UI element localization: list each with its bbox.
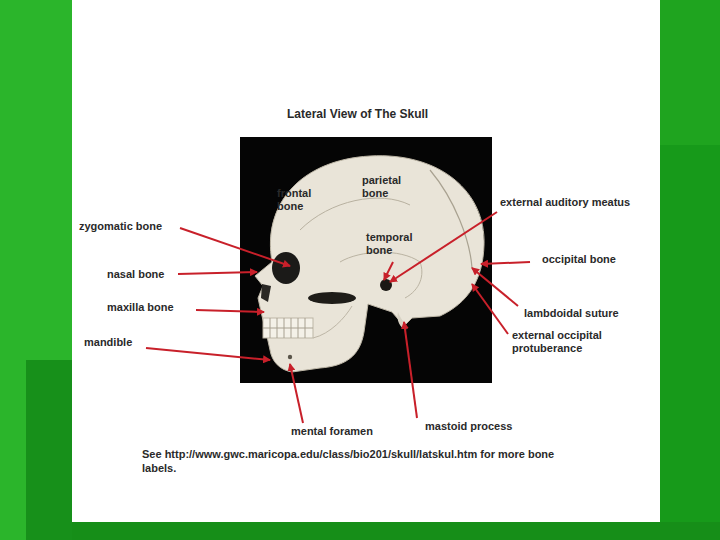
photo-background xyxy=(240,137,492,383)
leader-line xyxy=(481,262,530,264)
part-label: occipital bone xyxy=(542,253,652,266)
white-panel xyxy=(72,0,660,522)
side-band xyxy=(26,360,72,540)
part-label: mental foramen xyxy=(291,425,391,438)
side-band xyxy=(0,0,72,540)
part-label: mastoid process xyxy=(425,420,535,433)
part-label: zygomatic bone xyxy=(79,220,189,233)
leader-line xyxy=(178,272,257,274)
part-label: temporal bone xyxy=(366,231,422,256)
part-label: parietal bone xyxy=(362,174,414,199)
leader-lines xyxy=(146,212,530,423)
leader-line xyxy=(384,262,393,280)
part-label: external auditory meatus xyxy=(500,196,660,209)
leader-line xyxy=(196,310,264,312)
leader-line xyxy=(146,348,270,360)
part-label: maxilla bone xyxy=(107,301,197,314)
bottom-band xyxy=(72,522,720,540)
part-label: lambdoidal suture xyxy=(524,307,644,320)
part-label: nasal bone xyxy=(107,268,187,281)
leader-line xyxy=(180,228,290,266)
skull-illustration xyxy=(255,156,484,372)
leader-line xyxy=(290,364,303,423)
side-band xyxy=(660,145,720,540)
slide-title: Lateral View of The Skull xyxy=(287,107,428,121)
part-label: external occipital protuberance xyxy=(512,329,630,354)
part-label: frontal bone xyxy=(277,187,329,212)
leader-line xyxy=(472,268,518,306)
leader-line xyxy=(472,284,508,334)
leader-line xyxy=(404,322,417,418)
part-label: mandible xyxy=(84,336,154,349)
leader-line xyxy=(390,212,497,282)
source-caption: See http://www.gwc.maricopa.edu/class/bi… xyxy=(142,448,562,476)
